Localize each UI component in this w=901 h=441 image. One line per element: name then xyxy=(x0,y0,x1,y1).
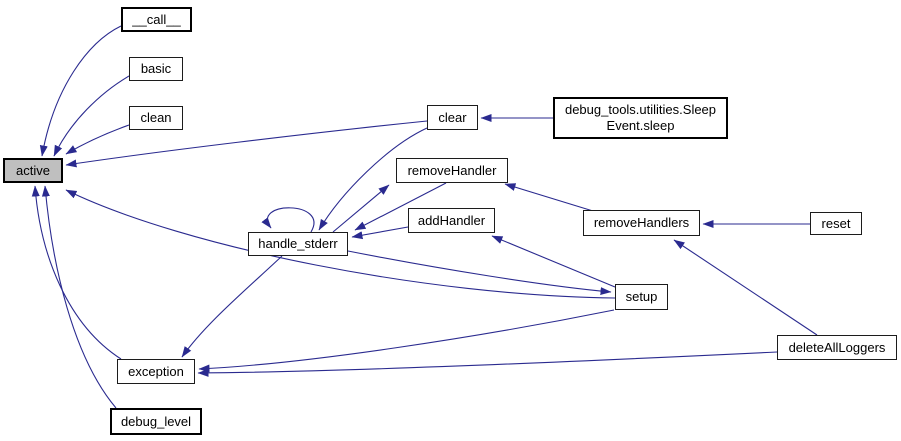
edge-basic-to-active xyxy=(53,75,130,157)
edge-setup-to-active xyxy=(65,189,616,299)
edge-call-to-active xyxy=(39,25,122,157)
node-removeHandlers[interactable]: removeHandlers xyxy=(583,210,700,236)
edge-removeHandlers-to-removeHandler xyxy=(504,183,594,212)
node-clear[interactable]: clear xyxy=(427,105,478,130)
edge-clear-to-handle_stderr xyxy=(318,127,428,231)
edge-handle_stderr-to-handle_stderr xyxy=(261,207,315,233)
edge-clean-to-active xyxy=(65,124,130,155)
node-label: removeHandler xyxy=(407,162,497,178)
node-label: Event.sleep xyxy=(606,118,675,133)
node-label: deleteAllLoggers xyxy=(788,339,886,355)
node-label: debug_tools.utilities.Sleep xyxy=(564,102,717,118)
node-handle_stderr[interactable]: handle_stderr xyxy=(248,232,348,256)
node-deleteAllLoggers[interactable]: deleteAllLoggers xyxy=(777,335,897,360)
edge-setup-to-addHandler xyxy=(491,235,616,288)
node-label: handle_stderr xyxy=(258,236,338,252)
node-setup[interactable]: setup xyxy=(615,284,668,310)
edge-exception-to-active xyxy=(31,185,122,360)
node-label: exception xyxy=(128,363,184,379)
edge-addHandler-to-handle_stderr xyxy=(351,226,409,240)
node-label: active xyxy=(16,162,50,178)
node-label: setup xyxy=(625,289,658,305)
edge-handle_stderr-to-setup xyxy=(347,250,612,296)
node-label: basic xyxy=(140,61,172,77)
node-label: debug_level xyxy=(120,413,192,429)
node-removeHandler[interactable]: removeHandler xyxy=(396,158,508,183)
node-label: addHandler xyxy=(417,212,486,228)
node-call[interactable]: __call__ xyxy=(121,7,192,32)
node-debug_level[interactable]: debug_level xyxy=(110,408,202,435)
edge-debug_level-to-active xyxy=(41,185,117,409)
node-label: reset xyxy=(821,215,851,231)
edge-handle_stderr-to-removeHandler xyxy=(332,184,390,233)
edge-clear-to-active xyxy=(65,120,428,168)
node-label: clear xyxy=(438,109,467,125)
edge-removeHandler-to-handle_stderr xyxy=(354,182,447,231)
edge-deleteAllLoggers-to-removeHandlers xyxy=(673,239,818,336)
node-label: removeHandlers xyxy=(593,215,690,231)
node-clean[interactable]: clean xyxy=(129,106,183,130)
node-addHandler[interactable]: addHandler xyxy=(408,208,495,233)
edge-handle_stderr-to-exception xyxy=(181,255,283,358)
node-active: active xyxy=(3,158,63,183)
edge-setup-to-exception xyxy=(198,309,615,373)
node-label: clean xyxy=(140,110,172,126)
node-basic[interactable]: basic xyxy=(129,57,183,81)
node-label: __call__ xyxy=(132,11,181,27)
node-exception[interactable]: exception xyxy=(117,359,195,384)
node-reset[interactable]: reset xyxy=(810,212,862,235)
edge-deleteAllLoggers-to-exception xyxy=(197,351,778,377)
